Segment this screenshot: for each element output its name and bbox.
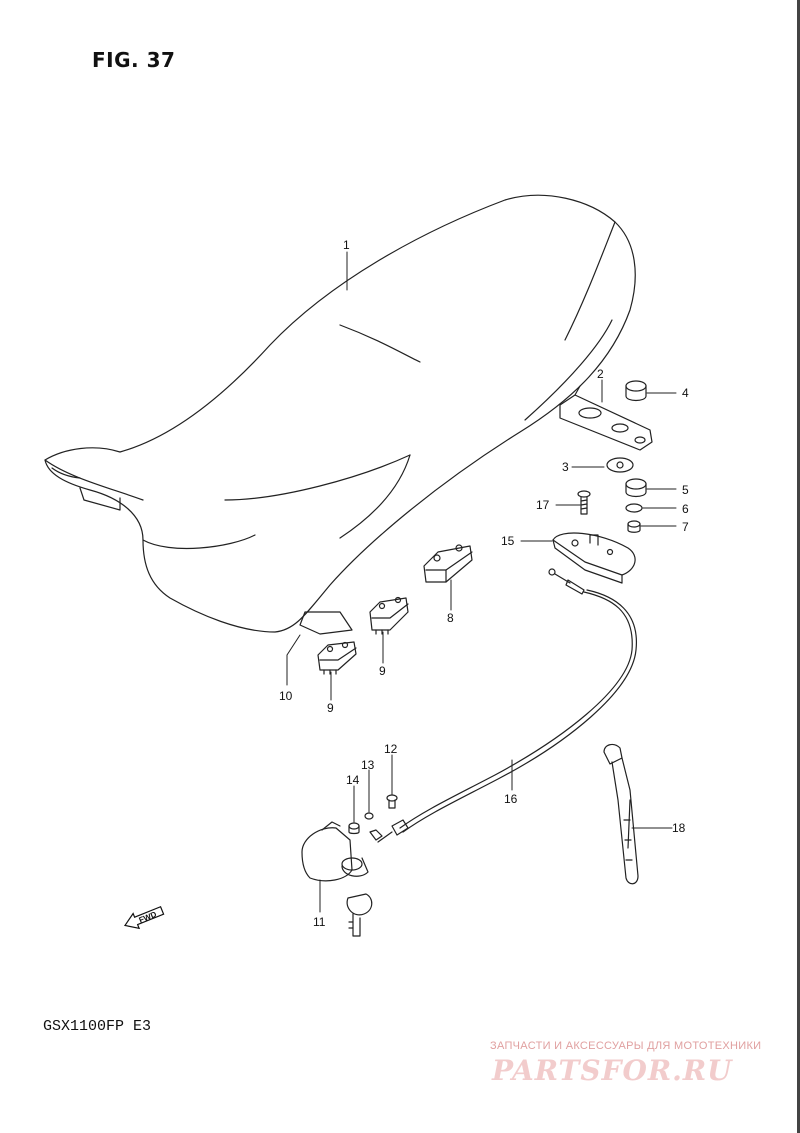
lock-plate-15-drawing	[552, 532, 636, 584]
callout-8: 8	[447, 611, 454, 625]
callout-6: 6	[682, 502, 689, 516]
page-border	[797, 0, 800, 1133]
callout-13: 13	[361, 758, 375, 772]
leader-lines	[286, 251, 677, 913]
seat-drawing	[44, 194, 636, 635]
cushion-5-drawing	[625, 478, 647, 498]
callout-18: 18	[672, 821, 686, 835]
callout-17: 17	[536, 498, 550, 512]
model-code: GSX1100FP E3	[43, 1018, 152, 1035]
nut-14-drawing	[348, 822, 360, 835]
nut-7-drawing	[627, 520, 641, 533]
callout-9-upper: 9	[379, 664, 386, 678]
callout-10: 10	[279, 689, 293, 703]
callout-16: 16	[504, 792, 518, 806]
callout-4: 4	[682, 386, 689, 400]
cushion-3-drawing	[606, 457, 634, 473]
bolt-12-drawing	[386, 794, 398, 809]
callout-5: 5	[682, 483, 689, 497]
block-9-upper-drawing	[369, 596, 409, 635]
forward-label: FWD	[138, 910, 158, 925]
cushion-4-drawing	[625, 380, 647, 402]
seat-lock-11-drawing	[301, 821, 383, 937]
watermark-logo: PARTSFOR.RU	[492, 1054, 733, 1087]
callout-11: 11	[313, 915, 326, 929]
callout-7: 7	[682, 520, 689, 534]
callout-12: 12	[384, 742, 398, 756]
block-9-lower-drawing	[317, 641, 357, 675]
watermark-tagline: ЗАПЧАСТИ И АКСЕССУАРЫ ДЛЯ МОТОТЕХНИКИ	[490, 1040, 762, 1052]
callout-15: 15	[501, 534, 515, 548]
callout-3: 3	[562, 460, 569, 474]
bracket-drawing	[559, 385, 653, 451]
callout-1: 1	[343, 238, 350, 252]
strap-18-drawing	[603, 743, 639, 885]
figure-title: FIG. 37	[92, 48, 176, 72]
callout-9-lower: 9	[327, 701, 334, 715]
block-8-drawing	[423, 544, 473, 583]
screw-17-drawing	[577, 490, 591, 515]
cable-16-drawing	[377, 568, 637, 843]
callout-14: 14	[346, 773, 360, 787]
washer-6-drawing	[625, 503, 643, 513]
forward-arrow-icon: FWD	[123, 905, 165, 930]
callout-2: 2	[597, 367, 604, 381]
washer-13-drawing	[364, 812, 374, 820]
